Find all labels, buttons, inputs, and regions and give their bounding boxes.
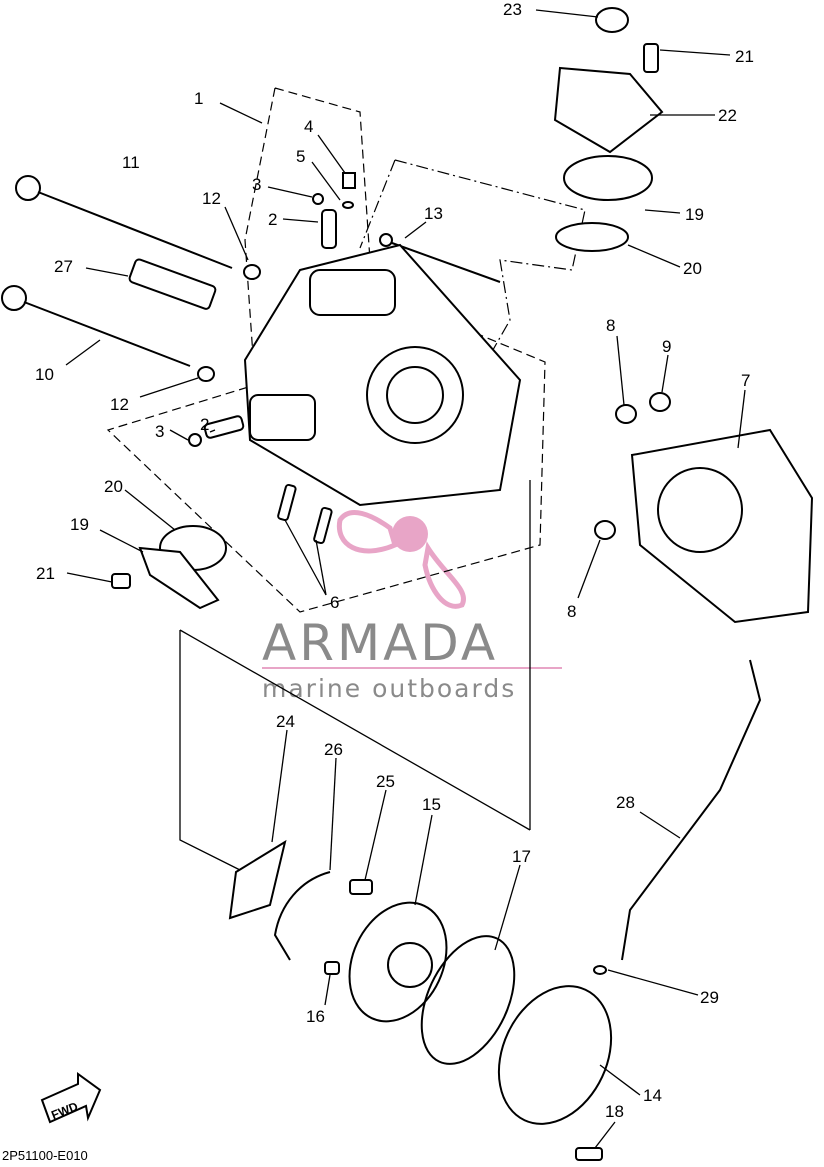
callout-16: 16 [306, 1007, 325, 1026]
callout-8-lower: 8 [567, 602, 576, 621]
plate-26-icon [273, 871, 331, 961]
callout-20-top: 20 [683, 259, 702, 278]
callout-20-left: 20 [104, 477, 123, 496]
clip-29-icon [593, 965, 607, 975]
callout-22: 22 [718, 106, 737, 125]
seal-9-icon [649, 392, 671, 412]
callout-6: 6 [330, 593, 339, 612]
callout-5: 5 [296, 147, 305, 166]
callout-17: 17 [512, 847, 531, 866]
callout-2-upper: 2 [268, 210, 277, 229]
watermark-brand: ARMADA [262, 614, 498, 672]
callout-1: 1 [194, 89, 203, 108]
fwd-arrow-icon: FWD [40, 1072, 102, 1124]
callout-21-left: 21 [36, 564, 55, 583]
cylinder-head-icon [243, 243, 522, 507]
callout-4: 4 [304, 117, 313, 136]
callout-28: 28 [616, 793, 635, 812]
bolt-21-top-icon [643, 43, 659, 73]
clamp-23-icon [595, 7, 629, 33]
bolt-18-icon [575, 1147, 603, 1161]
callout-18: 18 [605, 1102, 624, 1121]
armada-watermark: ARMADA marine outboards [262, 442, 562, 703]
washer-12-upper-icon [243, 264, 261, 280]
stud-6b-icon [313, 506, 333, 545]
bracket-24-icon [228, 839, 287, 920]
callout-14: 14 [643, 1086, 662, 1105]
bolt-21-left-icon [111, 573, 131, 589]
o-ring-17-icon [420, 935, 516, 1065]
callout-15: 15 [422, 795, 441, 814]
callout-24: 24 [276, 712, 295, 731]
drawing-code: 2P51100-E010 [2, 1148, 88, 1163]
cover-15-icon [348, 901, 448, 1023]
dowel-2-upper-icon [321, 209, 337, 249]
callout-12-lower: 12 [110, 395, 129, 414]
leader-lines [65, 9, 746, 1149]
bolt-13-icon [379, 233, 501, 283]
bolt-25-icon [349, 879, 373, 895]
collar-8-upper-icon [615, 404, 637, 424]
spark-plug-27-icon [128, 258, 217, 310]
dowel-2-lower-icon [203, 415, 245, 439]
callout-21-top: 21 [735, 47, 754, 66]
callout-3-upper: 3 [252, 175, 261, 194]
callout-26: 26 [324, 740, 343, 759]
callout-11: 11 [122, 153, 140, 172]
hose-28-icon [621, 659, 762, 961]
bolt-16-icon [324, 961, 340, 975]
callout-23: 23 [503, 0, 522, 19]
callout-25: 25 [376, 772, 395, 791]
callout-labels: 23 21 22 19 20 1 4 5 11 3 12 2 13 27 8 9… [35, 0, 754, 1121]
callout-29: 29 [700, 988, 719, 1007]
watermark-tagline: marine outboards [262, 674, 516, 703]
callout-12-upper: 12 [202, 189, 221, 208]
callout-9: 9 [662, 337, 671, 356]
cover-19-left-icon [138, 546, 220, 610]
callout-7: 7 [741, 371, 750, 390]
cover-14-icon [497, 985, 613, 1125]
washer-12-lower-icon [197, 366, 215, 382]
stud-6a-icon [277, 483, 297, 522]
bracket-22-icon [553, 66, 664, 154]
callout-27: 27 [54, 257, 73, 276]
callout-13: 13 [424, 204, 443, 223]
collar-8-lower-icon [594, 520, 616, 540]
gasket-20-top-icon [555, 222, 629, 252]
callout-8-upper: 8 [606, 316, 615, 335]
bolt-4-icon [342, 172, 356, 189]
head-gasket-7-icon [630, 428, 814, 624]
o-ring-3-lower-icon [188, 433, 202, 447]
callout-3-lower: 3 [155, 422, 164, 441]
callout-10: 10 [35, 365, 54, 384]
callout-19-left: 19 [70, 515, 89, 534]
o-ring-3-upper-icon [312, 193, 324, 205]
bolt-10-icon [1, 285, 191, 367]
parts: FWD [1, 7, 814, 1161]
callout-2-lower: 2 [200, 415, 209, 434]
cover-19-top-icon [563, 155, 653, 201]
bolt-11-icon [15, 175, 233, 269]
washer-5-icon [342, 201, 354, 209]
callout-19-top: 19 [685, 205, 704, 224]
